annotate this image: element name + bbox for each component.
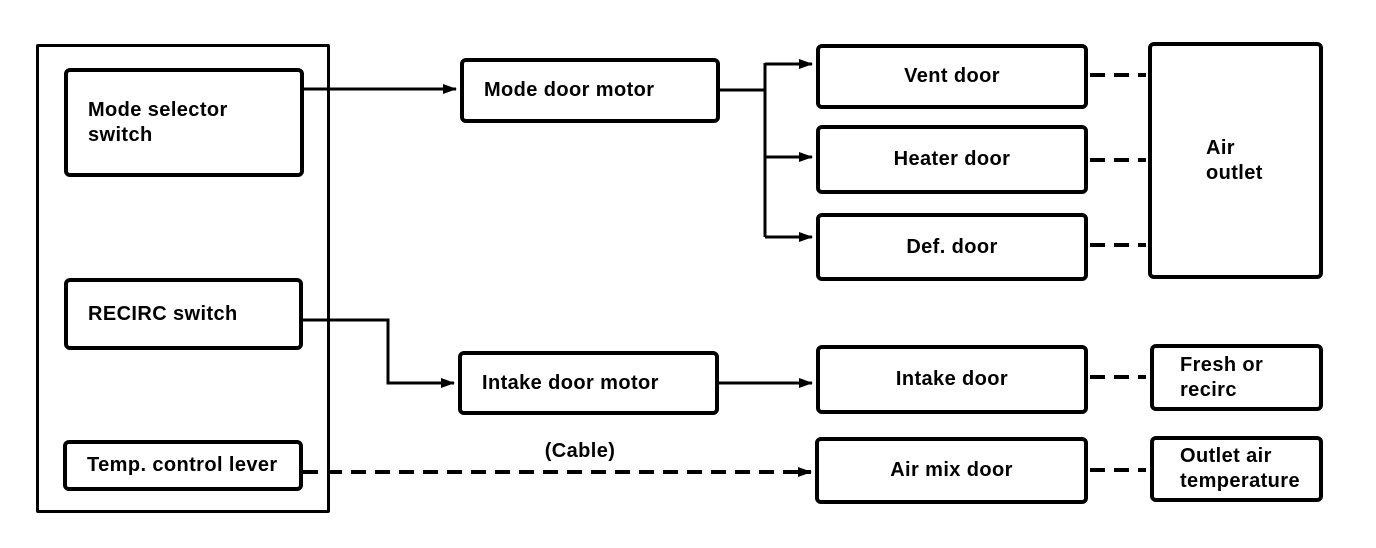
mode-door-motor-box: Mode door motor (460, 58, 720, 123)
intake-door-label: Intake door (895, 368, 1009, 390)
recirc-switch-box: RECIRC switch (64, 278, 303, 350)
intake-door-motor-box: Intake door motor (458, 351, 719, 415)
heater-door-label: Heater door (893, 148, 1011, 170)
vent-door-box: Vent door (816, 44, 1088, 109)
mode-selector-switch-box: Mode selector switch (64, 68, 304, 177)
outlet-air-temperature-label: Outlet air temperature (1180, 445, 1300, 492)
fresh-or-recirc-label: Fresh or recirc (1180, 353, 1264, 401)
air-outlet-label: Air outlet (1206, 136, 1263, 184)
recirc-switch-label: RECIRC switch (88, 302, 238, 325)
air-mix-door-label: Air mix door (890, 459, 1013, 481)
outlet-air-temperature-box: Outlet air temperature (1150, 436, 1323, 502)
temp-control-lever-box: Temp. control lever (63, 440, 303, 491)
heater-door-box: Heater door (816, 125, 1088, 194)
temp-control-lever-label: Temp. control lever (87, 454, 278, 476)
mode-door-motor-label: Mode door motor (484, 79, 655, 101)
intake-door-box: Intake door (816, 345, 1088, 414)
intake-door-motor-label: Intake door motor (482, 371, 659, 394)
control-panel-group-box (36, 44, 330, 513)
fresh-or-recirc-box: Fresh or recirc (1150, 344, 1323, 411)
recirc-to-intake-motor-arrow (302, 318, 455, 388)
vent-door-label: Vent door (904, 65, 1000, 87)
def-door-label: Def. door (906, 235, 998, 258)
cable-annotation-label: (Cable) (544, 440, 616, 462)
def-door-box: Def. door (816, 213, 1088, 281)
mode-selector-switch-label: Mode selector switch (88, 98, 228, 146)
air-outlet-box: Air outlet (1148, 42, 1323, 279)
air-mix-door-box: Air mix door (815, 437, 1088, 504)
